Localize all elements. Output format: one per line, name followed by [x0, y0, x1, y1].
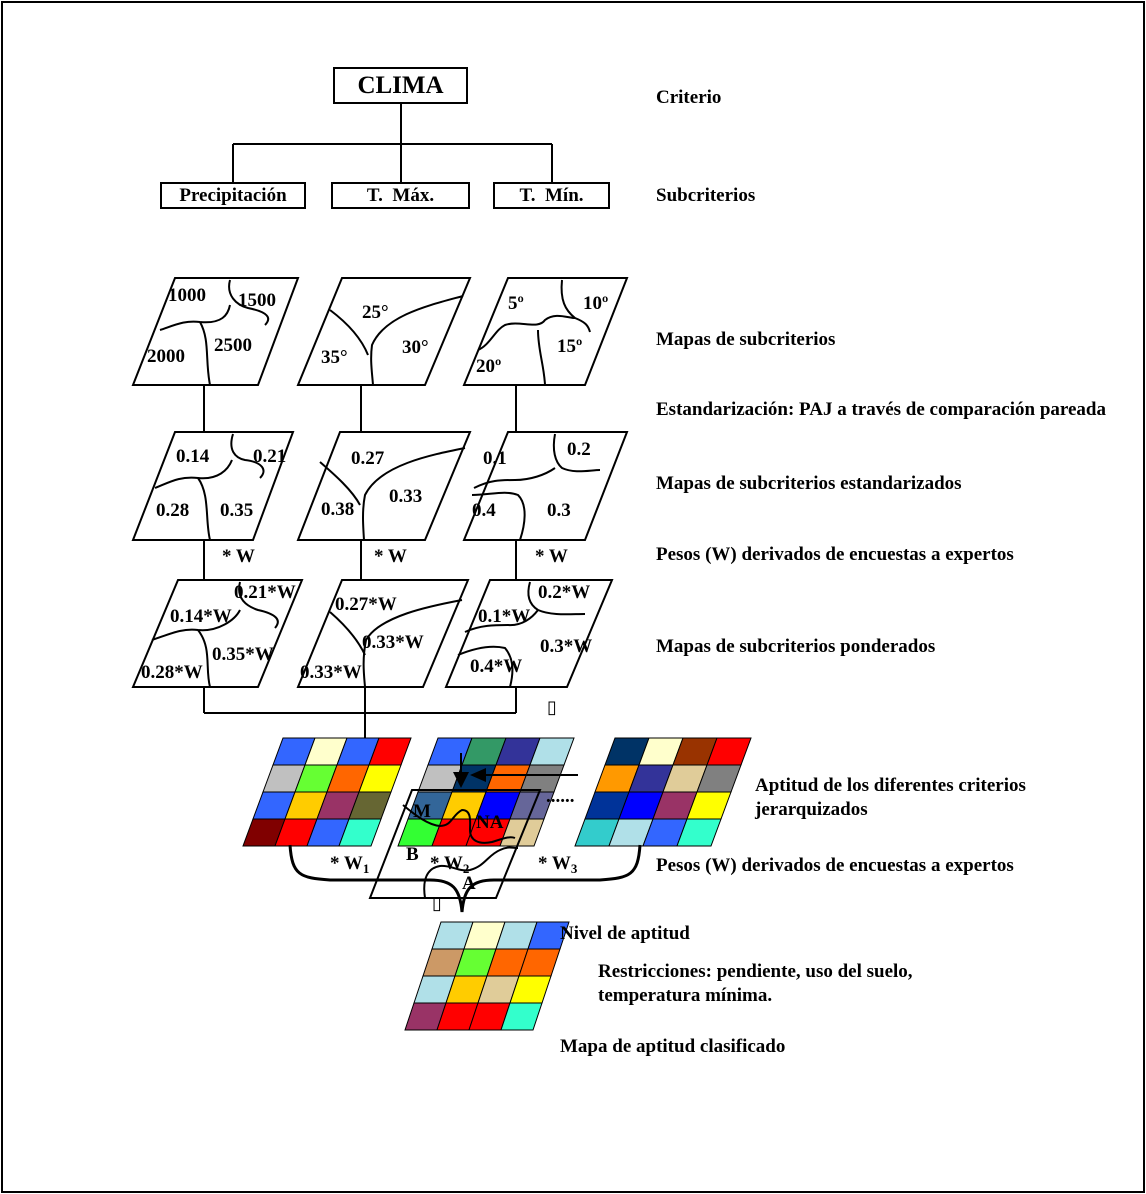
label-restricciones: Restricciones: pendiente, uso del suelo,…	[598, 961, 913, 1006]
grid-ellipsis: ......	[546, 786, 575, 807]
restriction-arrow-head	[470, 768, 486, 782]
weight-tag: * W	[535, 546, 568, 567]
std-label: 0.28	[156, 500, 189, 521]
class-label: A	[462, 873, 476, 894]
std-label: 0.14	[176, 446, 210, 467]
subcriterion-label: T. Mín.	[519, 184, 584, 206]
raw-label: 1500	[238, 290, 276, 311]
label-ponderados: Mapas de subcriterios ponderados	[656, 636, 936, 657]
label-pesos-1: Pesos (W) derivados de encuestas a exper…	[656, 544, 1014, 565]
weighted-label: 0.33*W	[362, 632, 424, 653]
weighted-label: 0.33*W	[300, 662, 362, 683]
raw-label: 2000	[147, 346, 185, 367]
class-label: B	[406, 844, 419, 865]
raw-label: 20º	[476, 356, 501, 377]
raw-map-tmin: 5º 10º 15º 20º	[462, 277, 629, 386]
std-label: 0.35	[220, 500, 253, 521]
label-pesos-2: Pesos (W) derivados de encuestas a exper…	[656, 855, 1014, 876]
criteria-grid-2	[397, 737, 575, 847]
grid-cell	[500, 1002, 543, 1031]
weight-1: * W1	[330, 853, 369, 876]
suitability-grid	[404, 921, 570, 1031]
weighted-label: 0.4*W	[470, 656, 522, 677]
std-label: 0.2	[567, 439, 591, 460]
subcriterion-box-tmax: T. Máx.	[331, 182, 470, 209]
weight-3: * W3	[538, 853, 578, 876]
subcriterion-label: Precipitación	[179, 184, 287, 206]
weighted-label: 0.27*W	[335, 594, 397, 615]
symbol-box: ▯	[432, 893, 442, 913]
label-subcriterios: Subcriterios	[656, 185, 756, 206]
std-map-tmin: 0.1 0.2 0.4 0.3	[462, 431, 629, 541]
raw-label: 2500	[214, 335, 252, 356]
std-label: 0.38	[321, 499, 354, 520]
raw-label: 1000	[168, 285, 206, 306]
std-map-precipitation: 0.14 0.21 0.28 0.35	[131, 431, 295, 541]
weighted-label: 0.35*W	[212, 644, 274, 665]
subcriterion-label: T. Máx.	[366, 184, 435, 206]
std-label: 0.27	[351, 448, 385, 469]
std-label: 0.1	[483, 448, 507, 469]
grid-cell	[338, 818, 382, 847]
label-criterio: Criterio	[656, 87, 722, 108]
std-map-tmax: 0.27 0.38 0.33	[296, 431, 472, 541]
label-clasificado: Mapa de aptitud clasificado	[560, 1036, 786, 1057]
label-mapas: Mapas de subcriterios	[656, 329, 836, 350]
symbol-box: ▯	[547, 697, 557, 717]
weighted-label: 0.28*W	[141, 662, 203, 683]
raw-map-tmax: 25° 35° 30°	[296, 277, 472, 386]
std-label: 0.3	[547, 500, 571, 521]
subcriterion-box-tmin: T. Mín.	[493, 182, 610, 209]
criteria-grid-1	[242, 737, 412, 847]
class-label: M	[413, 801, 431, 822]
class-label: NA	[476, 812, 504, 833]
weighted-map-tmin: 0.2*W 0.1*W 0.3*W 0.4*W	[444, 579, 614, 688]
raw-map-precipitation: 1000 1500 2500 2000	[131, 277, 300, 386]
label-estandarizacion: Estandarización: PAJ a través de compara…	[656, 399, 1106, 420]
std-label: 0.33	[389, 486, 422, 507]
std-label: 0.4	[472, 500, 496, 521]
raw-label: 30°	[402, 337, 429, 358]
raw-label: 5º	[508, 293, 524, 314]
raw-label: 15º	[557, 336, 582, 357]
weighted-label: 0.1*W	[478, 606, 530, 627]
weight-tag: * W	[222, 546, 255, 567]
raw-label: 10º	[583, 293, 608, 314]
weighted-map-tmax: 0.27*W 0.33*W 0.33*W	[296, 579, 470, 688]
criteria-grid-3	[574, 737, 752, 847]
sum-brace	[288, 844, 642, 913]
weighted-label: 0.14*W	[170, 606, 232, 627]
label-aptitud-criterios: Aptitud de los diferentes criterios jera…	[755, 775, 1026, 820]
std-label: 0.21	[253, 446, 286, 467]
grid-cell	[676, 818, 722, 847]
criterion-label: CLIMA	[357, 71, 444, 99]
label-estandarizados: Mapas de subcriterios estandarizados	[656, 473, 962, 494]
raw-label: 25°	[362, 302, 389, 323]
raw-label: 35°	[321, 347, 348, 368]
classified-map: M NA B A	[368, 789, 542, 899]
label-nivel: Nivel de aptitud	[560, 923, 690, 944]
weighted-label: 0.21*W	[234, 582, 296, 603]
subcriterion-box-precipitation: Precipitación	[160, 182, 306, 209]
weight-tag: * W	[374, 546, 407, 567]
weighted-label: 0.2*W	[538, 582, 590, 603]
weighted-map-precipitation: 0.21*W 0.14*W 0.35*W 0.28*W	[131, 579, 304, 688]
weighted-label: 0.3*W	[540, 636, 592, 657]
criterion-box: CLIMA	[333, 67, 468, 104]
down-arrow-head	[453, 772, 469, 788]
